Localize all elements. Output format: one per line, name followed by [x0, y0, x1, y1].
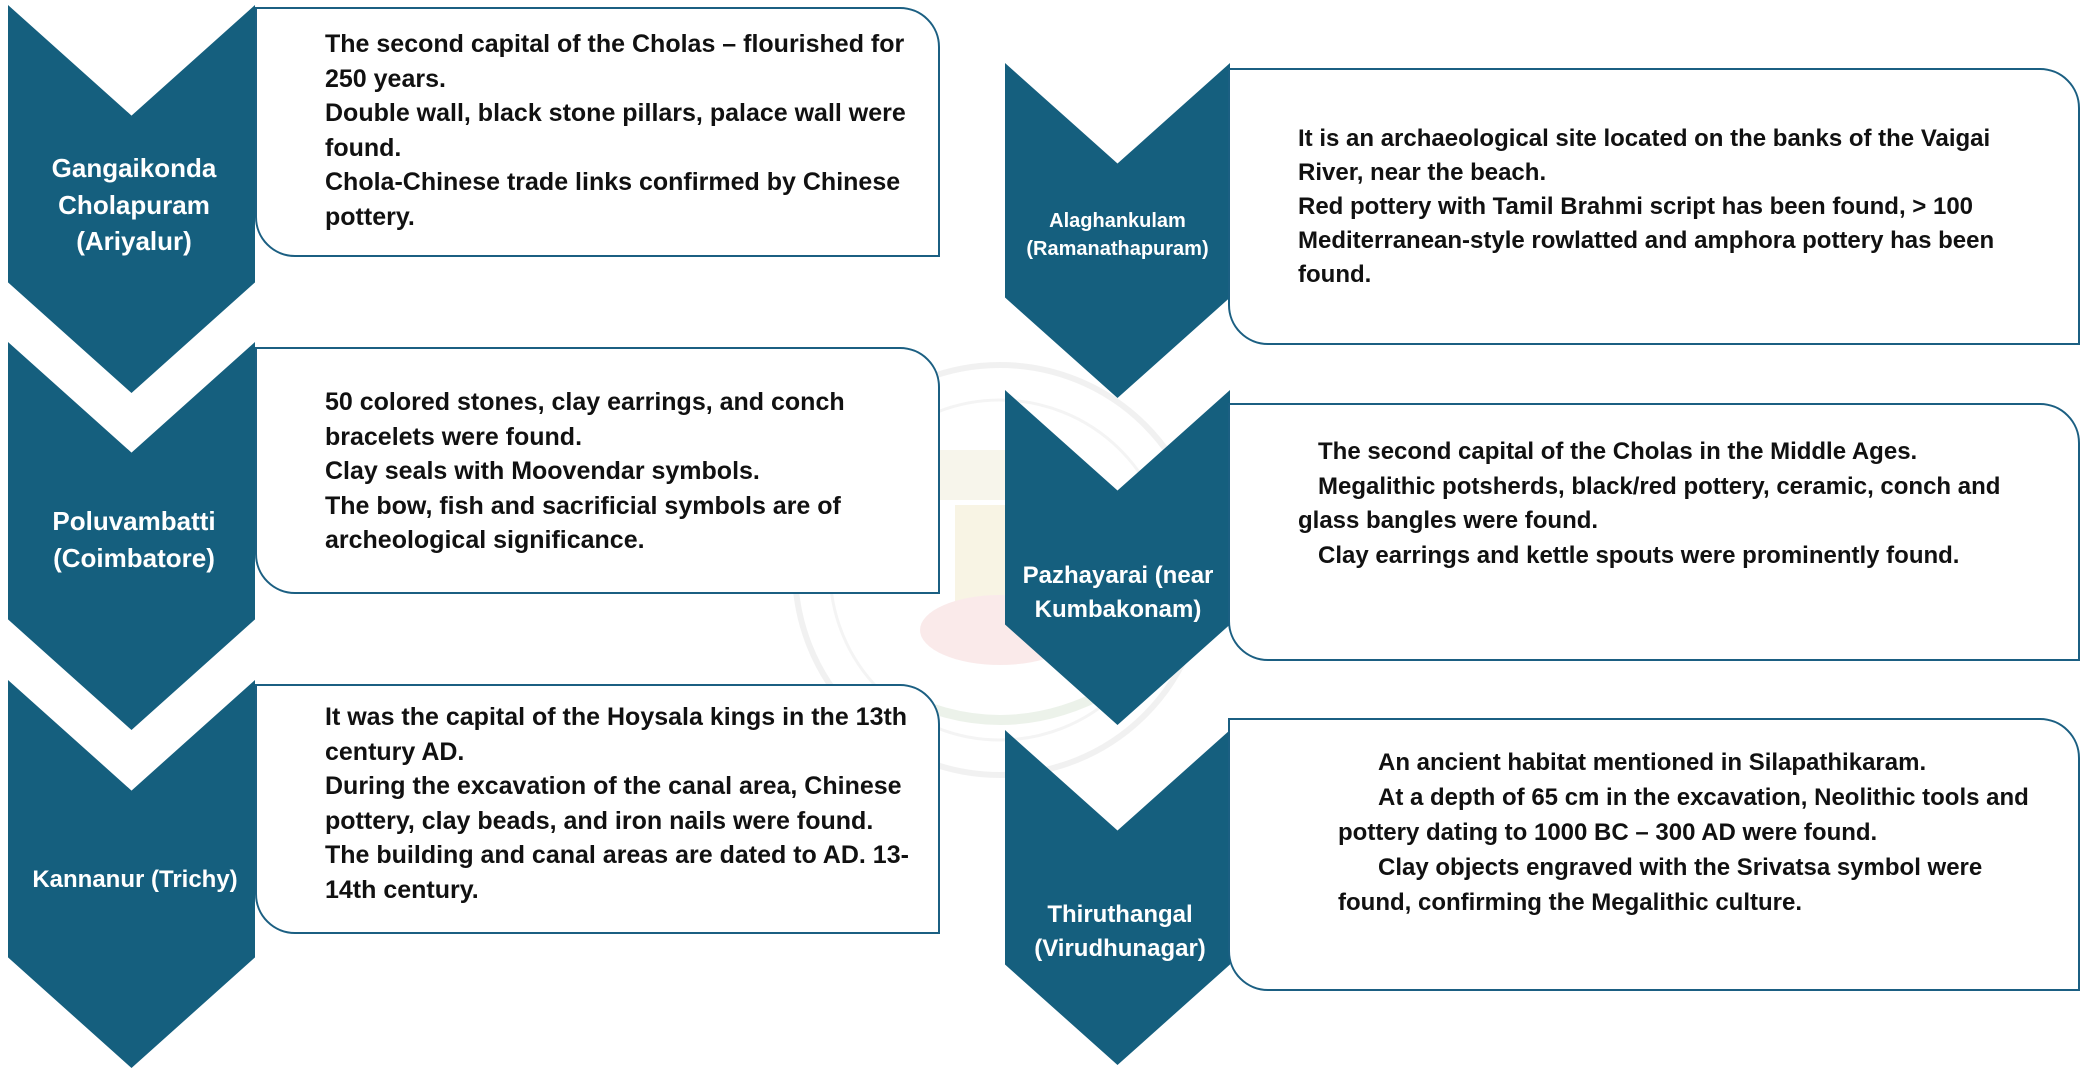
description-line: It was the capital of the Hoysala kings … — [325, 703, 908, 766]
description-line: An ancient habitat mentioned in Silapath… — [1338, 749, 1927, 776]
description-line: It is an archaeological site located on … — [1298, 125, 1991, 186]
description-line: The second capital of the Cholas – flour… — [325, 30, 905, 93]
description-line: The bow, fish and sacrificial symbols ar… — [325, 491, 841, 555]
description-line: 50 colored stones, clay earrings, and co… — [325, 388, 845, 451]
site-name-label: Gangaikonda Cholapuram (Ariyalur) — [51, 152, 217, 257]
description-line: The building and canal areas are dated t… — [325, 841, 909, 904]
site-description-box: 50 colored stones, clay earrings, and co… — [255, 347, 940, 594]
site-name-label: Alaghankulam (Ramanathapuram) — [1026, 209, 1209, 260]
description-line: Red pottery with Tamil Brahmi script has… — [1298, 193, 1995, 288]
description-line: Clay seals with Moovendar symbols. — [325, 457, 760, 485]
site-description-box: An ancient habitat mentioned in Silapath… — [1228, 718, 2080, 991]
site-name-label: Poluvambatti (Coimbatore) — [52, 506, 216, 573]
description-line: Clay earrings and kettle spouts were pro… — [1298, 541, 1960, 569]
site-description-box: The second capital of the Cholas in the … — [1228, 403, 2080, 661]
description-line: At a depth of 65 cm in the excavation, N… — [1338, 784, 2036, 846]
site-name-label: Pazhayarai (near Kumbakonam) — [1022, 561, 1214, 623]
description-line: Megalithic potsherds, black/red pottery,… — [1298, 472, 2008, 535]
site-description-box: It is an archaeological site located on … — [1228, 68, 2080, 345]
site-description-box: The second capital of the Cholas – flour… — [255, 7, 940, 257]
description-line: The second capital of the Cholas in the … — [1298, 438, 1918, 465]
site-name-label: Thiruthangal (Virudhunagar) — [1034, 900, 1206, 962]
description-line: Clay objects engraved with the Srivatsa … — [1338, 854, 1989, 916]
description-line: During the excavation of the canal area,… — [325, 772, 902, 835]
description-line: Chola-Chinese trade links confirmed by C… — [325, 168, 901, 231]
description-line: Double wall, black stone pillars, palace… — [325, 99, 906, 162]
site-description-box: It was the capital of the Hoysala kings … — [255, 684, 940, 934]
site-name-label: Kannanur (Trichy) — [32, 865, 238, 893]
